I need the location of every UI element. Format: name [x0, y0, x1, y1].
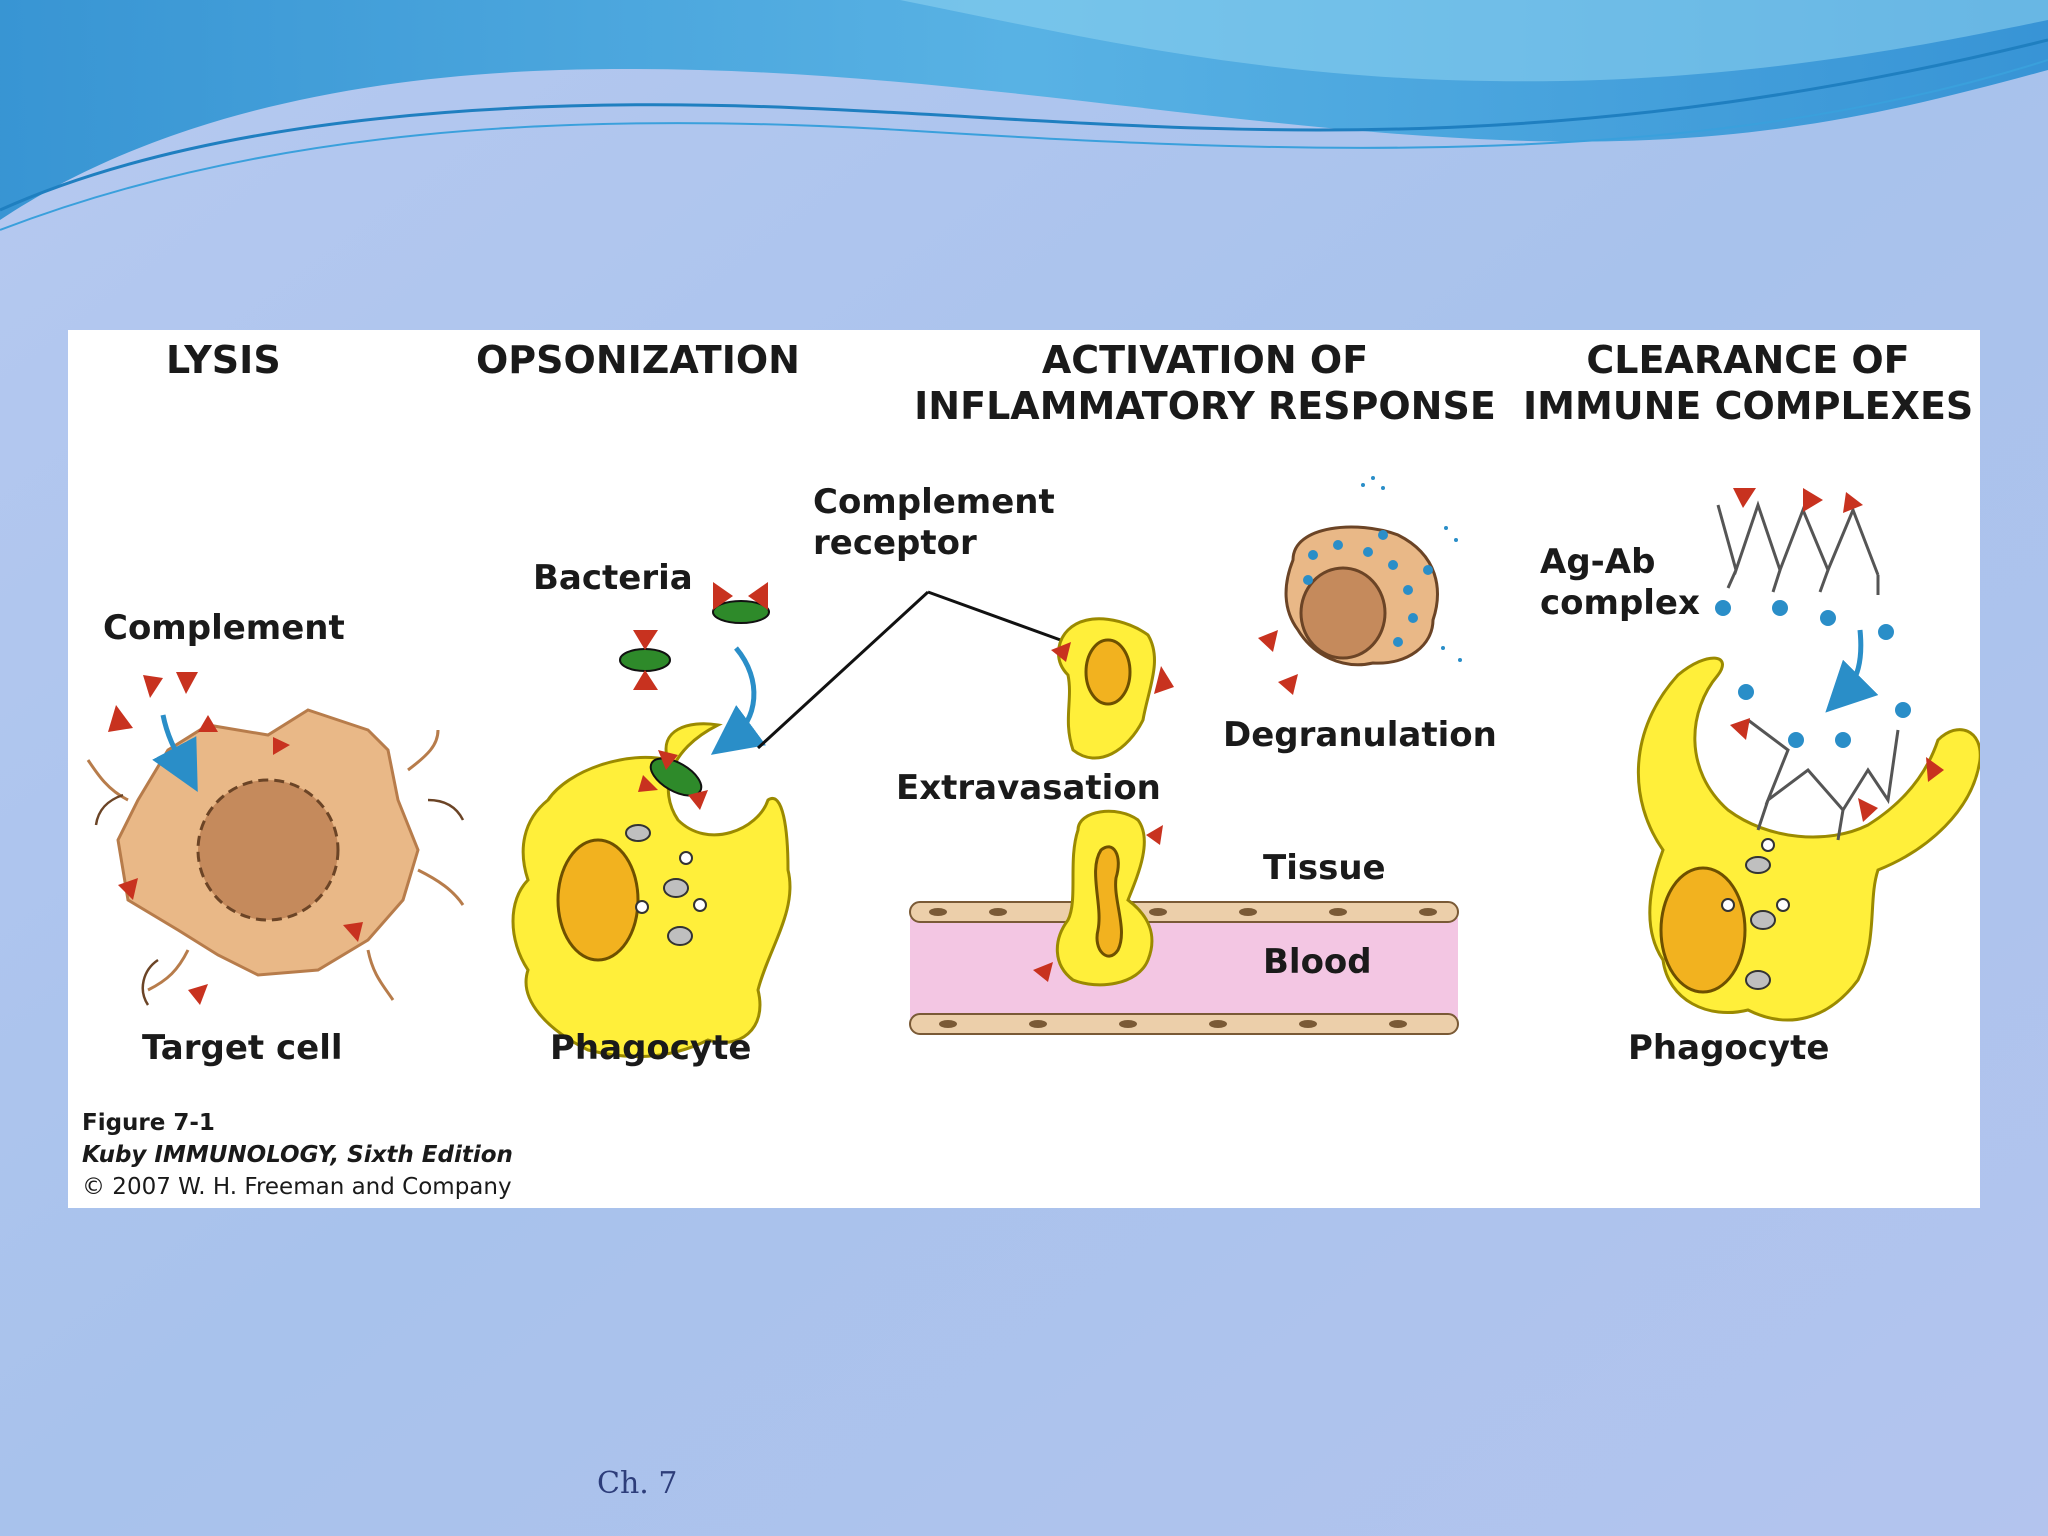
complement-triangle — [108, 705, 133, 732]
phagocyte-body — [511, 722, 792, 1059]
engulfed-bacterium — [649, 757, 703, 797]
activation-panel — [909, 476, 1462, 1035]
label-target-cell: Target cell — [142, 1028, 343, 1068]
immune-complex-bound — [1747, 718, 1900, 841]
slide-footer: Ch. 7 — [597, 1466, 678, 1501]
arrow-icon — [1825, 629, 1879, 713]
phagocyte-nucleus — [1659, 866, 1747, 994]
arrow-icon — [152, 714, 198, 793]
bacterium — [619, 648, 671, 672]
label-complement-receptor: Complement receptor — [813, 482, 1055, 564]
header-opsonization: OPSONIZATION — [476, 338, 800, 382]
complement-triangle — [143, 675, 163, 698]
caption-figure: Figure 7-1 — [82, 1110, 215, 1136]
arrow-icon — [710, 646, 766, 755]
endothelium-lower — [909, 1013, 1459, 1035]
header-clearance-line2: IMMUNE COMPLEXES — [1523, 383, 1974, 428]
label-bacteria: Bacteria — [533, 558, 693, 598]
label-phagocyte-right: Phagocyte — [1628, 1028, 1830, 1068]
header-lysis: LYSIS — [166, 338, 281, 382]
header-clearance: CLEARANCE OF IMMUNE COMPLEXES — [1523, 338, 1973, 429]
label-ag-ab-line1: Ag-Ab — [1540, 542, 1656, 582]
label-tissue: Tissue — [1263, 848, 1386, 888]
blood-vessel-lumen — [910, 918, 1458, 1018]
opsonization-panel — [511, 582, 1067, 1059]
header-activation-line1: ACTIVATION OF — [1041, 338, 1369, 382]
lysed-membrane-fragments — [86, 729, 465, 1001]
header-clearance-line1: CLEARANCE OF — [1586, 338, 1910, 382]
caption-book: Kuby IMMUNOLOGY, Sixth Edition — [82, 1142, 513, 1168]
label-ag-ab-complex: Ag-Ab complex — [1540, 542, 1700, 624]
label-complement-receptor-line1: Complement — [813, 482, 1055, 522]
complement-functions-figure: LYSIS OPSONIZATION ACTIVATION OF INFLAMM… — [68, 330, 1980, 1208]
caption-copyright: © 2007 W. H. Freeman and Company — [82, 1174, 512, 1200]
label-complement: Complement — [103, 608, 345, 648]
clearance-panel — [1636, 488, 1980, 1022]
lysis-panel — [86, 672, 465, 1006]
header-activation: ACTIVATION OF INFLAMMATORY RESPONSE — [900, 338, 1510, 429]
label-ag-ab-line2: complex — [1540, 582, 1700, 623]
target-cell-nucleus — [196, 778, 340, 922]
label-phagocyte-left: Phagocyte — [550, 1028, 752, 1068]
bacterium — [712, 600, 770, 624]
label-complement-receptor-line2: receptor — [813, 522, 977, 563]
figure-artwork — [86, 476, 1980, 1059]
header-activation-line2: INFLAMMATORY RESPONSE — [914, 383, 1496, 428]
immune-complex-free — [1716, 500, 1880, 595]
pointer-line — [756, 590, 930, 750]
phagocyte-nucleus — [556, 838, 640, 962]
label-blood: Blood — [1263, 942, 1372, 982]
label-extravasation: Extravasation — [896, 768, 1161, 808]
label-degranulation: Degranulation — [1223, 715, 1497, 755]
endothelium-upper — [909, 901, 1459, 923]
complement-triangle — [176, 672, 198, 694]
